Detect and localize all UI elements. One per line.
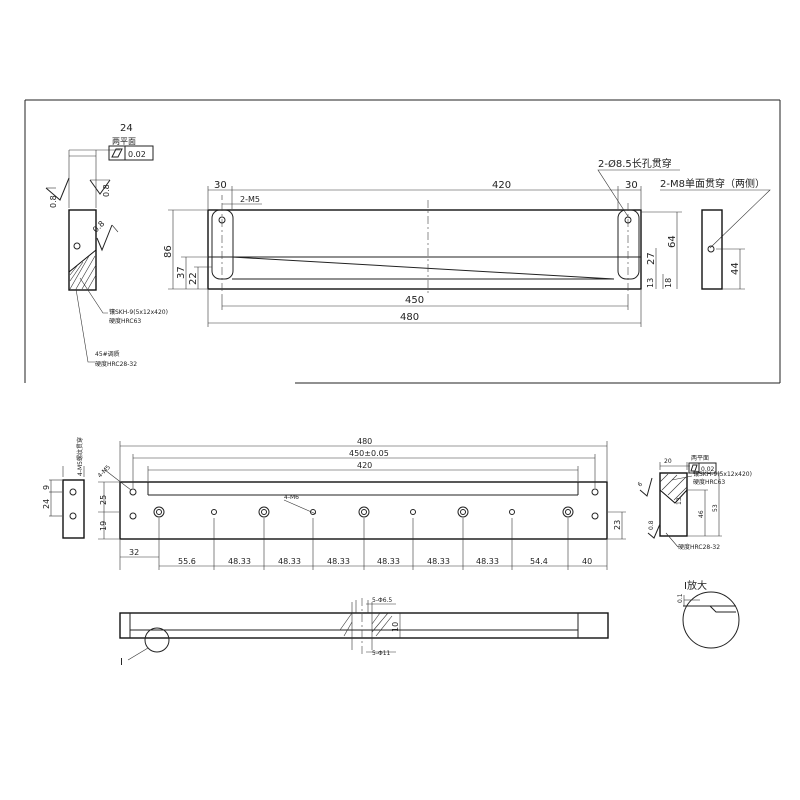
- dim-32: 32: [129, 548, 139, 557]
- counterbore-section: [339, 598, 393, 655]
- angle-holes-label: 4-M5: [96, 464, 112, 480]
- detail-enlarged-circle: [682, 591, 740, 649]
- plate-view: 480 450±0.05 420 25 19 4-M5 4-M6 23 32: [96, 437, 626, 570]
- m8-hole: [707, 245, 715, 253]
- right-dim-13: 13: [676, 497, 683, 505]
- flatness-value: 0.02: [128, 150, 146, 159]
- roughness-symbol-right: [89, 179, 111, 195]
- right-dim-53: 53: [712, 504, 719, 512]
- dim-27: 27: [646, 252, 657, 265]
- roughness-left-value: 0.8: [49, 195, 58, 208]
- dim-18: 18: [664, 278, 673, 288]
- counterbore-top: 5-Φ6.5: [372, 597, 392, 604]
- front-view-main: 30 420 30 2-M5 2-Ø8.5长孔贯穿 2-M8单面贯穿（两侧） 8…: [163, 157, 771, 327]
- section-view-right: 20 两平面 0.02 镶SKH-9(5x12x420) 硬度HRC63 硬度H…: [636, 455, 751, 551]
- right-rough-1: 6: [636, 481, 644, 489]
- flatness-label: 两平面: [112, 137, 136, 146]
- dim-86: 86: [163, 245, 174, 258]
- spacing-7: 54.4: [530, 557, 548, 566]
- roughness-symbol-insert: [96, 224, 119, 252]
- dim-37: 37: [176, 266, 187, 279]
- dim-30-right: 30: [625, 180, 638, 191]
- dim-24: 24: [42, 499, 51, 509]
- section-hatch: [68, 248, 97, 291]
- spacing-1: 48.33: [228, 557, 251, 566]
- dim-width-24: 24: [120, 123, 133, 134]
- right-body-hrc: 硬度HRC28-32: [678, 543, 720, 551]
- roughness-right-value: 0.8: [102, 184, 111, 197]
- dim-9: 9: [42, 485, 51, 490]
- spacing-4: 48.33: [377, 557, 400, 566]
- detail-view: I放大 0.1: [677, 579, 740, 649]
- right-side-view: 44: [701, 209, 745, 290]
- spacing-0: 55.6: [178, 557, 196, 566]
- dim-420: 420: [492, 180, 511, 191]
- flatness-icon: [111, 148, 123, 158]
- small-side-note: 4-M5螺纹贯穿: [76, 437, 84, 476]
- dim-10: 10: [391, 622, 400, 632]
- right-dim-46: 46: [698, 510, 705, 518]
- detail-marker: I: [120, 657, 123, 668]
- slot-hole-left: [211, 209, 234, 280]
- thread-right-label: 2-M8单面贯穿（两侧）: [660, 177, 765, 190]
- roughness-symbol-left: [45, 177, 70, 201]
- right-insert-hrc: 硬度HRC63: [693, 478, 725, 486]
- right-flatness-value: 0.02: [701, 466, 715, 473]
- spacing-5: 48.33: [427, 557, 450, 566]
- body-material-note: 45#调质: [95, 350, 120, 358]
- dim-30-left: 30: [214, 180, 227, 191]
- right-flatness-label: 两平面: [691, 455, 709, 462]
- right-insert: 镶SKH-9(5x12x420): [693, 470, 752, 478]
- detail-title: I放大: [684, 579, 707, 592]
- holes-label: 4-M6: [284, 494, 299, 501]
- dim-450-tolerance: 450±0.05: [349, 449, 389, 458]
- spacing-3: 48.33: [327, 557, 350, 566]
- spacing-8: 40: [582, 557, 592, 566]
- end-view-bottom-left: 9 24 4-M5螺纹贯穿: [42, 437, 85, 539]
- side-elevation: I 5-Φ6.5 5-Φ11 10: [119, 597, 609, 668]
- roughness-insert-value: 0.8: [91, 219, 106, 234]
- dim-19: 19: [99, 521, 108, 531]
- counterbore-holes: [153, 506, 574, 518]
- dim-450: 450: [405, 295, 424, 306]
- dim-44: 44: [730, 262, 741, 275]
- side-section-view: 0.8 0.8 0.8 24 两平面 0.02 镶SKH-9(5x12x420)…: [45, 123, 168, 368]
- slot-hole-right: [617, 209, 640, 280]
- dim-22: 22: [188, 272, 199, 285]
- dim-23: 23: [613, 520, 622, 530]
- small-holes: [211, 509, 515, 515]
- spacing-2: 48.33: [278, 557, 301, 566]
- detail-dim: 0.1: [677, 593, 684, 603]
- pin-hole: [73, 242, 81, 250]
- counterbore-bottom: 5-Φ11: [372, 650, 391, 657]
- dim-480: 480: [400, 312, 419, 323]
- flatness-frame: [108, 145, 154, 161]
- slot-holes-label: 2-Ø8.5长孔贯穿: [598, 157, 672, 170]
- body-hardness-note: 硬度HRC28-32: [95, 360, 137, 368]
- insert-hardness-note: 硬度HRC63: [109, 317, 141, 325]
- right-dim-20: 20: [664, 458, 672, 465]
- insert-material-note: 镶SKH-9(5x12x420): [109, 308, 168, 316]
- dim-64: 64: [667, 235, 678, 248]
- dim-13: 13: [646, 278, 655, 288]
- spacing-6: 48.33: [476, 557, 499, 566]
- dim-420-bottom: 420: [357, 461, 372, 470]
- detail-circle: [144, 627, 170, 653]
- dim-25: 25: [99, 495, 108, 505]
- right-rough-2: 0.8: [648, 520, 655, 530]
- dim-480-bottom: 480: [357, 437, 372, 446]
- thread-left-label: 2-M5: [240, 195, 260, 204]
